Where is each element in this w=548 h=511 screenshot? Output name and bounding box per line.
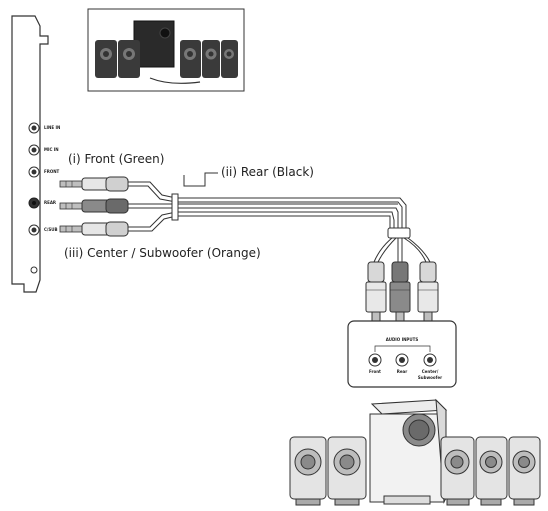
port-line-in: LINE IN — [28, 122, 60, 134]
front-label: (i) Front (Green) — [68, 152, 164, 166]
speaker-right-2 — [475, 436, 508, 506]
port-rear-label: REAR — [44, 200, 56, 205]
jack-rear: Rear — [395, 353, 409, 374]
center-plug — [59, 221, 129, 237]
jack-center-label-2: Subwoofer — [418, 375, 442, 380]
audio-inputs-panel: AUDIO INPUTS Front Rear Center/ Subwoofe… — [347, 320, 457, 388]
audio-inputs-title: AUDIO INPUTS — [386, 337, 419, 342]
audio-inputs-bracket — [374, 345, 431, 352]
rca-plugs — [365, 261, 439, 331]
port-front-label: FRONT — [44, 169, 60, 174]
subwoofer — [369, 398, 448, 505]
speaker-left-1 — [289, 436, 327, 506]
sound-card-bracket: LINE IN MIC IN FRONT REAR C/SUB — [11, 15, 60, 293]
jack-center: Center/ Subwoofer — [418, 353, 442, 380]
port-rear: REAR — [28, 197, 56, 209]
center-label: (iii) Center / Subwoofer (Orange) — [64, 246, 261, 260]
rear-plug — [59, 198, 129, 214]
jack-rear-label: Rear — [397, 369, 407, 374]
port-c-sub: C/SUB — [28, 224, 58, 236]
rca-center-plug — [417, 261, 439, 331]
rca-front-plug — [365, 261, 387, 331]
speaker-right-3 — [508, 436, 541, 506]
port-c-sub-label: C/SUB — [44, 227, 58, 232]
speaker-right-1 — [440, 436, 475, 506]
speaker-left-2 — [327, 436, 367, 506]
port-line-in-label: LINE IN — [44, 125, 60, 130]
speaker-system-illustration — [289, 398, 541, 506]
card-plugs — [59, 176, 129, 237]
port-mic-in-label: MIC IN — [44, 147, 59, 152]
rca-rear-plug — [389, 261, 411, 331]
jack-center-label-1: Center/ — [422, 369, 439, 374]
jack-front-label: Front — [369, 369, 381, 374]
cables — [128, 181, 431, 263]
rear-label: (ii) Rear (Black) — [221, 165, 314, 179]
port-mic-in: MIC IN — [28, 144, 59, 156]
front-plug — [59, 176, 129, 192]
rear-pointer-line — [183, 172, 218, 187]
jack-front: Front — [368, 353, 382, 374]
port-front: FRONT — [28, 166, 60, 178]
speaker-set-photo — [87, 8, 245, 92]
